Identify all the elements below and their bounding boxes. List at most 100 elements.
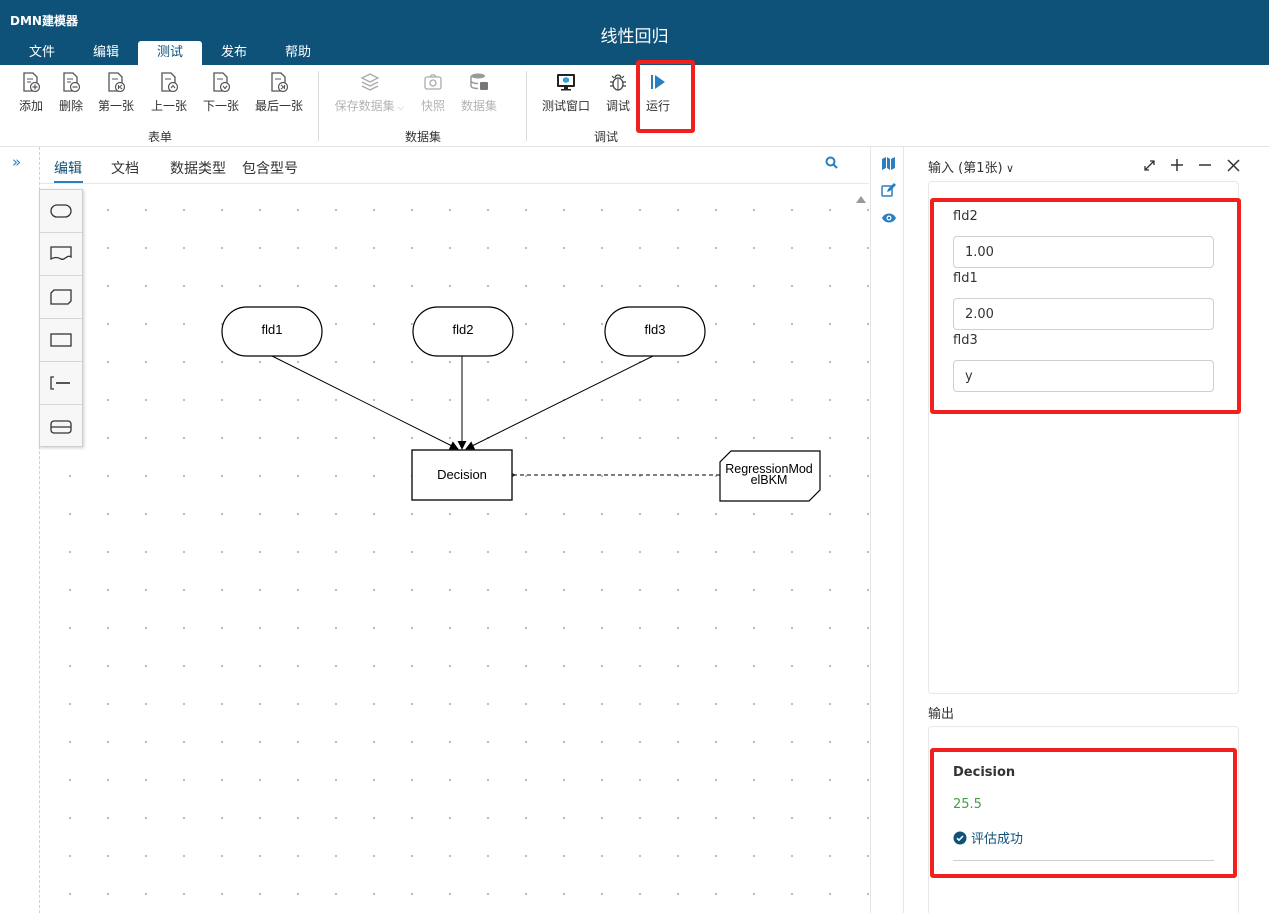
menu-tab-file[interactable]: 文件: [28, 45, 55, 60]
output-card: [928, 726, 1239, 913]
edge-fld3-decision[interactable]: [465, 355, 654, 450]
last-record-button[interactable]: 最后一张: [253, 71, 305, 121]
delete-doc-icon: [63, 72, 81, 93]
search-icon[interactable]: [825, 156, 838, 169]
chevron-down-icon: ⌵: [394, 103, 405, 113]
plus-icon[interactable]: [1167, 156, 1187, 174]
expand-sidebar-icon[interactable]: »: [12, 153, 22, 171]
editor-tabs: 编辑 文档 数据类型 包含型号: [40, 147, 869, 184]
active-tab-underline: [54, 181, 83, 183]
decision-node-label: Decision: [437, 467, 487, 482]
add-doc-icon: [23, 72, 41, 93]
test-window-button[interactable]: 测试窗口: [540, 71, 592, 121]
knowledge-source-icon: [50, 246, 72, 261]
palette-input-data[interactable]: [40, 190, 82, 233]
input-node-fld3[interactable]: fld3: [604, 306, 706, 357]
field-label-fld3: fld3: [953, 333, 978, 348]
document-title: 线性回归: [600, 27, 669, 47]
menu-tabs: 文件 编辑 测试 发布 帮助: [10, 41, 330, 65]
previous-record-button[interactable]: 上一张: [149, 71, 189, 121]
bkm-node[interactable]: RegressionMod elBKM: [719, 450, 821, 502]
dataset-button[interactable]: 数据集: [459, 71, 499, 121]
bug-icon: [610, 74, 626, 91]
dataset-group-label: 数据集: [404, 130, 441, 144]
previous-doc-icon: [161, 72, 179, 93]
menu-tab-edit[interactable]: 编辑: [92, 45, 119, 60]
side-icon-strip: [870, 147, 904, 913]
input-node-label: fld1: [262, 322, 283, 337]
rectangle-icon: [50, 333, 72, 347]
tab-edit[interactable]: 编辑: [54, 161, 82, 177]
fld3-input[interactable]: [953, 360, 1214, 392]
expand-icon[interactable]: [1139, 156, 1159, 174]
debug-button[interactable]: 调试: [604, 71, 632, 121]
input-node-fld1[interactable]: fld1: [221, 306, 323, 357]
palette-decision[interactable]: [40, 319, 82, 362]
bkm-node-label: RegressionMod: [725, 462, 813, 476]
tab-data-types[interactable]: 数据类型: [170, 161, 226, 177]
highlight-run-button: [636, 60, 695, 133]
palette-knowledge-source[interactable]: [40, 233, 82, 276]
layers-icon: [360, 73, 379, 91]
map-icon[interactable]: [881, 156, 896, 171]
edit-icon[interactable]: [881, 183, 896, 198]
title-bar: DMN建模器 线性回归 文件 编辑 测试 发布 帮助: [0, 0, 1269, 65]
field-label-fld1: fld1: [953, 271, 978, 286]
eye-icon[interactable]: [881, 212, 897, 224]
palette-bkm[interactable]: [40, 276, 82, 319]
text-annotation-icon: [50, 376, 70, 390]
bkm-shape-icon: [50, 289, 72, 305]
decision-service-icon: [50, 419, 72, 434]
decision-node[interactable]: Decision: [411, 449, 513, 501]
last-doc-icon: [271, 72, 289, 93]
app-name: DMN建模器: [10, 14, 78, 28]
highlight-input-fields: [930, 198, 1241, 414]
input-node-label: fld3: [645, 322, 666, 337]
bkm-node-label: elBKM: [751, 473, 788, 487]
ribbon-toolbar: 添加 删除 第一张 上一张: [0, 65, 1269, 147]
output-decision-value: 25.5: [953, 797, 982, 812]
next-doc-icon: [213, 72, 231, 93]
chevron-down-icon: ∨: [1002, 162, 1015, 175]
evaluation-status: 评估成功: [953, 828, 1023, 847]
edge-fld1-decision[interactable]: [271, 355, 459, 450]
shape-palette: [39, 189, 83, 447]
form-group-label: 表单: [147, 130, 172, 144]
snapshot-button[interactable]: 快照: [419, 71, 447, 121]
left-divider: [39, 147, 40, 913]
input-section-title[interactable]: 输入 (第1张) ∨: [928, 161, 1015, 176]
tab-documentation[interactable]: 文档: [111, 161, 139, 177]
menu-tab-test[interactable]: 测试: [138, 41, 202, 65]
input-node-fld2[interactable]: fld2: [412, 306, 514, 357]
menu-tab-help[interactable]: 帮助: [284, 45, 311, 60]
fld2-input[interactable]: [953, 236, 1214, 268]
palette-text-annotation[interactable]: [40, 362, 82, 405]
close-icon[interactable]: [1223, 156, 1243, 174]
palette-decision-service[interactable]: [40, 405, 82, 448]
debug-group-label: 调试: [593, 130, 618, 144]
dmn-diagram: fld1 fld2 fld3 Decision RegressionMod el…: [221, 306, 821, 502]
first-doc-icon: [108, 72, 126, 93]
output-decision-name: Decision: [953, 765, 1016, 780]
output-divider: [953, 860, 1214, 861]
database-icon: [470, 73, 488, 90]
delete-button[interactable]: 删除: [57, 71, 85, 121]
next-record-button[interactable]: 下一张: [201, 71, 241, 121]
ribbon-separator: [318, 71, 319, 141]
scroll-up-arrow-icon[interactable]: [856, 196, 866, 203]
rounded-pill-icon: [50, 204, 72, 218]
fld1-input[interactable]: [953, 298, 1214, 330]
save-dataset-button[interactable]: 保存数据集 ⌵: [332, 71, 407, 121]
test-panel: 输入 (第1张) ∨ fld2 fld1 fld3 输出 Decision 25…: [905, 147, 1269, 913]
highlight-output-result: [930, 748, 1237, 878]
menu-tab-publish[interactable]: 发布: [220, 45, 247, 60]
tab-included-models[interactable]: 包含型号: [242, 161, 298, 177]
play-icon: [651, 75, 665, 89]
input-card: [928, 181, 1239, 694]
minus-icon[interactable]: [1195, 156, 1215, 174]
field-label-fld2: fld2: [953, 209, 978, 224]
run-button[interactable]: 运行: [644, 71, 672, 121]
add-button[interactable]: 添加: [17, 71, 45, 121]
first-record-button[interactable]: 第一张: [96, 71, 136, 121]
camera-icon: [424, 74, 442, 90]
